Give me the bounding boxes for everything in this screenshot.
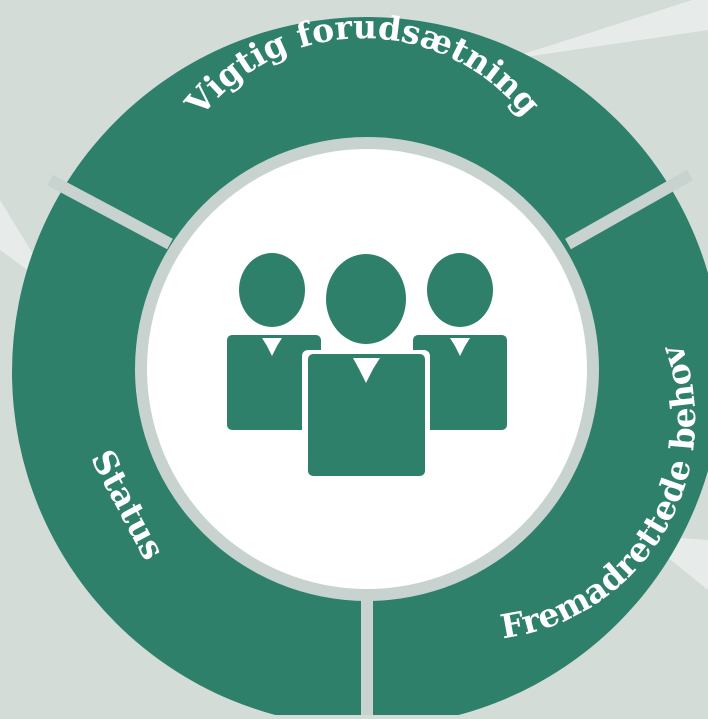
separator-right: [565, 169, 693, 250]
separator-left: [47, 174, 173, 250]
pointer-top-right: [505, 0, 708, 60]
people-group-icon: [227, 253, 507, 478]
